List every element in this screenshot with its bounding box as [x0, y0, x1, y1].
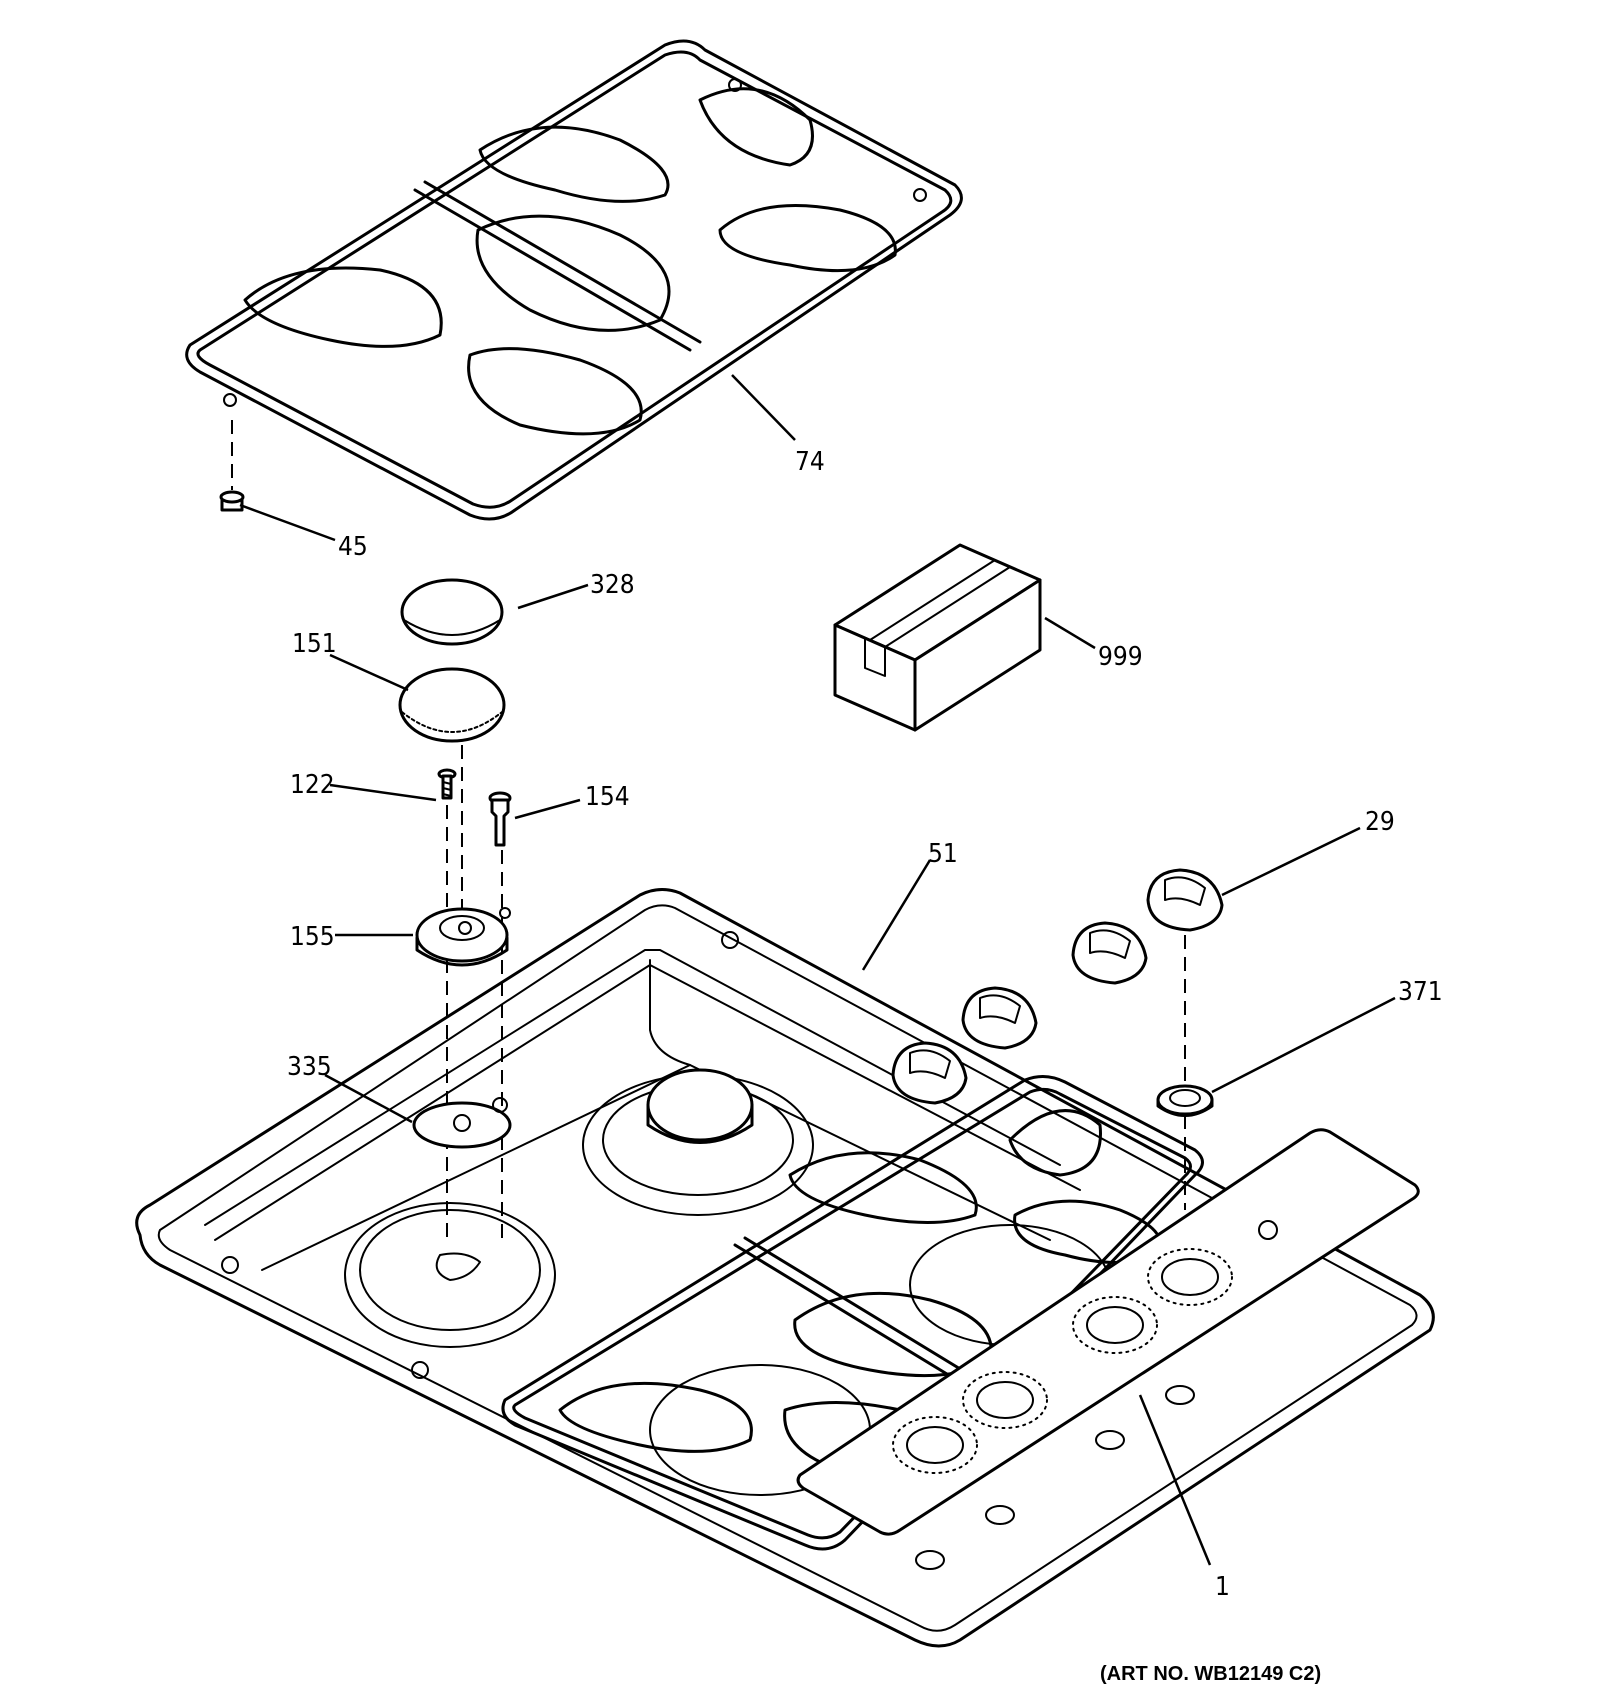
knob: [891, 1041, 968, 1105]
knob-hole: [1165, 1385, 1195, 1405]
burner-seal: [412, 1097, 512, 1149]
bumper-foot: [219, 490, 245, 512]
callout-122: 122: [290, 770, 335, 800]
knob-hole: [915, 1550, 945, 1570]
callout-328: 328: [590, 570, 635, 600]
knob-hole: [1095, 1430, 1125, 1450]
leader-151: [329, 653, 409, 692]
callout-151: 151: [292, 629, 337, 659]
cooktop-pan: [135, 888, 1435, 1648]
grate-top: [185, 39, 963, 521]
callout-999: 999: [1098, 642, 1143, 672]
leader-45: [239, 503, 336, 542]
leader-74: [731, 374, 796, 441]
leader-29: [1221, 826, 1361, 897]
leader-999: [1044, 616, 1096, 650]
accessory-box: [833, 543, 1042, 732]
callout-335: 335: [287, 1052, 332, 1082]
knob: [961, 986, 1038, 1050]
knob: [1071, 921, 1148, 985]
callout-154: 154: [585, 782, 630, 812]
burner-base: [415, 907, 511, 967]
art-number: (ART NO. WB12149 C2): [1100, 1663, 1321, 1685]
spark-electrode: [488, 791, 512, 847]
callout-29: 29: [1365, 807, 1395, 837]
leader-51: [861, 859, 932, 971]
leader-154: [514, 798, 581, 820]
leader-122: [329, 783, 437, 802]
callout-371: 371: [1398, 977, 1443, 1007]
leader-335: [324, 1073, 413, 1124]
knob: [1146, 868, 1224, 932]
screw: [437, 768, 457, 800]
leader-371: [1211, 996, 1396, 1094]
leader-328: [517, 583, 589, 610]
burner-head: [398, 667, 506, 743]
burner-cap: [400, 578, 504, 646]
control-panel: [796, 1128, 1420, 1536]
grate-lower: [501, 1075, 1204, 1551]
callout-51: 51: [928, 839, 958, 869]
callout-1: 1: [1215, 1572, 1230, 1602]
leader-1: [1138, 1394, 1212, 1566]
knob-hole: [985, 1505, 1015, 1525]
callout-155: 155: [290, 922, 335, 952]
knob-ring: [1156, 1084, 1214, 1117]
callout-74: 74: [795, 447, 825, 477]
callout-45: 45: [338, 532, 368, 562]
